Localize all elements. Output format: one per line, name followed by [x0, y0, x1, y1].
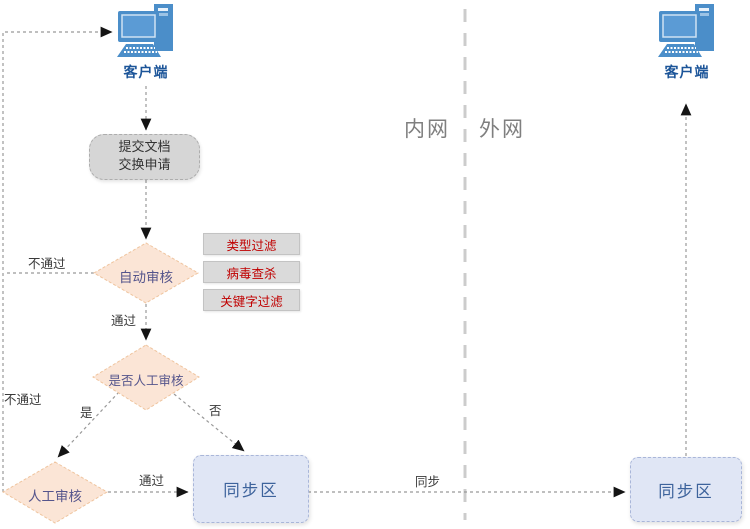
filter-type-box: 类型过滤: [203, 233, 300, 255]
manual-review-diamond: [2, 461, 108, 524]
intranet-zone-label: 内网: [404, 117, 450, 141]
auto-review-diamond: [92, 242, 200, 304]
filter-virus-box: 病毒查杀: [203, 261, 300, 283]
edge-decision-yes: [57, 391, 120, 458]
sync-zone-left-node: 同步区: [193, 455, 309, 523]
no-label: 否: [209, 403, 222, 418]
client-left-computer-icon: [117, 4, 175, 59]
manual-decision-diamond: [92, 344, 200, 411]
auto-pass-label: 通过: [111, 313, 137, 328]
manual-review-label: 人工审核: [28, 489, 82, 505]
extranet-zone-label: 外网: [479, 117, 525, 141]
client-right-label: 客户端: [664, 65, 710, 81]
manual-no-pass-label: 不通过: [4, 392, 42, 407]
auto-review-label: 自动审核: [119, 270, 173, 286]
sync-zone-right-node: 同步区: [630, 457, 742, 522]
auto-no-pass-label: 不通过: [28, 256, 66, 271]
client-right-computer-icon: [658, 4, 716, 59]
client-left-label: 客户端: [123, 65, 169, 81]
manual-pass-label: 通过: [139, 473, 165, 488]
yes-label: 是: [80, 405, 93, 420]
sync-label: 同步: [415, 474, 441, 489]
manual-decision-label: 是否人工审核: [108, 373, 184, 388]
submit-request-node: 提交文档 交换申请: [89, 134, 200, 180]
filter-keyword-box: 关键字过滤: [203, 289, 300, 311]
